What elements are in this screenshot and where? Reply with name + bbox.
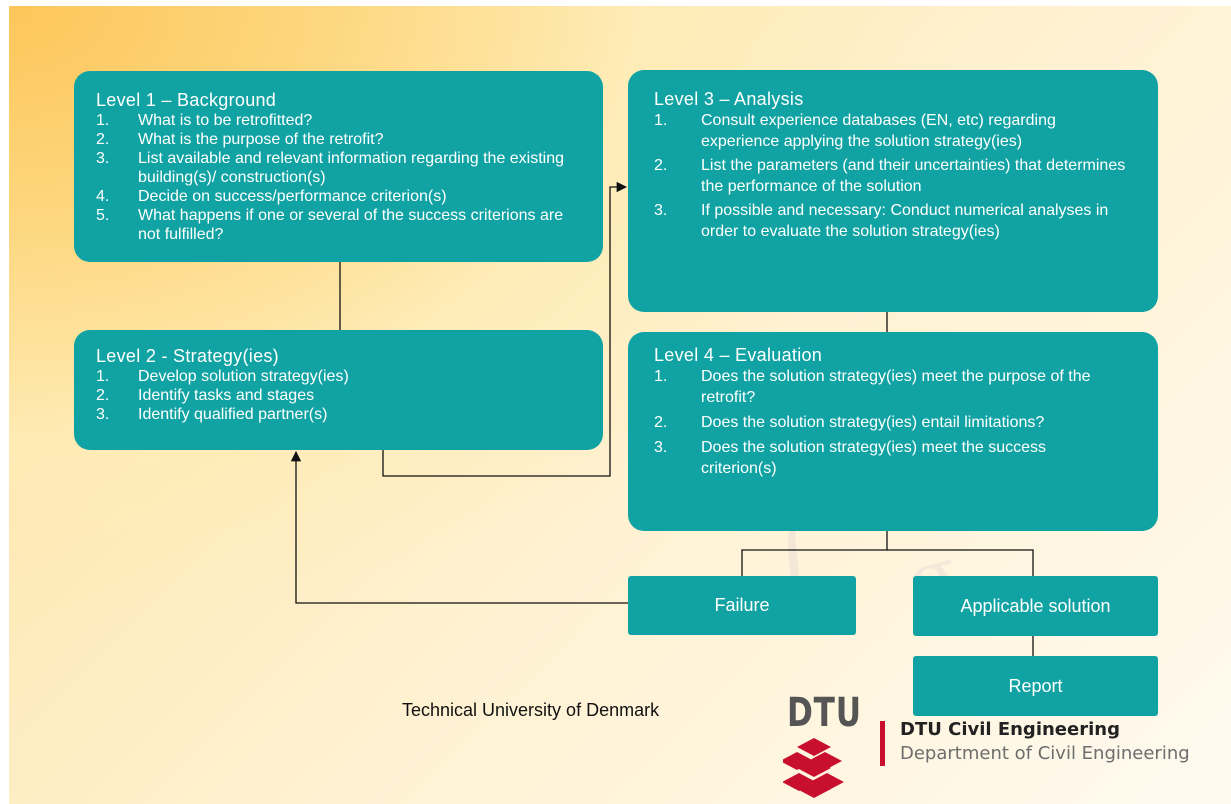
level1-list: 1.What is to be retrofitted? 2.What is t… xyxy=(96,111,603,244)
level3-list: 1.Consult experience databases (EN, etc)… xyxy=(654,110,1158,242)
connector-level2-level3 xyxy=(382,181,628,477)
level1-title: Level 1 – Background xyxy=(96,90,277,110)
list-item: 2.Does the solution strategy(ies) entail… xyxy=(654,414,1045,431)
dtu-red-bar xyxy=(880,721,885,766)
level2-list: 1.Develop solution strategy(ies) 2.Ident… xyxy=(96,367,603,424)
level4-title: Level 4 – Evaluation xyxy=(654,345,823,365)
failure-box: Failure xyxy=(628,576,856,635)
dept-name-secondary: Department of Civil Engineering xyxy=(900,743,1190,764)
level4-list: 1.Does the solution strategy(ies) meet t… xyxy=(654,366,1158,479)
list-item: 2.Identify tasks and stages xyxy=(96,387,315,404)
list-item: 4.Decide on success/performance criterio… xyxy=(96,188,447,205)
list-item: 1.Does the solution strategy(ies) meet t… xyxy=(654,368,1091,406)
level2-title: Level 2 - Strategy(ies) xyxy=(96,346,279,366)
list-item: 2.What is the purpose of the retrofit? xyxy=(96,131,384,148)
list-item: 2.List the parameters (and their uncerta… xyxy=(654,157,1126,195)
applicable-solution-box: Applicable solution xyxy=(913,576,1158,636)
list-item: 3.If possible and necessary: Conduct num… xyxy=(654,202,1109,240)
list-item: 1.What is to be retrofitted? xyxy=(96,112,313,129)
level4-box: Level 4 – Evaluation 1.Does the solution… xyxy=(628,332,1158,531)
list-item: 3.List available and relevant informatio… xyxy=(96,150,565,186)
connector-level4-applicable xyxy=(887,549,1034,576)
level3-box: Level 3 – Analysis 1.Consult experience … xyxy=(628,70,1158,312)
list-item: 3.Identify qualified partner(s) xyxy=(96,406,328,423)
connector-failure-level2 xyxy=(290,450,628,604)
university-name: Technical University of Denmark xyxy=(402,700,660,720)
dept-name-primary: DTU Civil Engineering xyxy=(900,719,1120,740)
list-item: 3.Does the solution strategy(ies) meet t… xyxy=(654,439,1047,477)
list-item: 1.Develop solution strategy(ies) xyxy=(96,368,349,385)
list-item: 5.What happens if one or several of the … xyxy=(96,207,564,243)
dtu-logo: DTU xyxy=(783,690,861,800)
list-item: 1.Consult experience databases (EN, etc)… xyxy=(654,112,1056,150)
connector-level4-failure xyxy=(741,531,888,576)
level3-title: Level 3 – Analysis xyxy=(654,89,804,109)
report-box: Report xyxy=(913,656,1158,716)
dtu-logo-text: DTU xyxy=(787,690,862,736)
level1-box: Level 1 – Background 1.What is to be ret… xyxy=(74,71,603,262)
dtu-emblem-icon xyxy=(783,738,844,798)
level2-box: Level 2 - Strategy(ies) 1.Develop soluti… xyxy=(74,330,603,450)
